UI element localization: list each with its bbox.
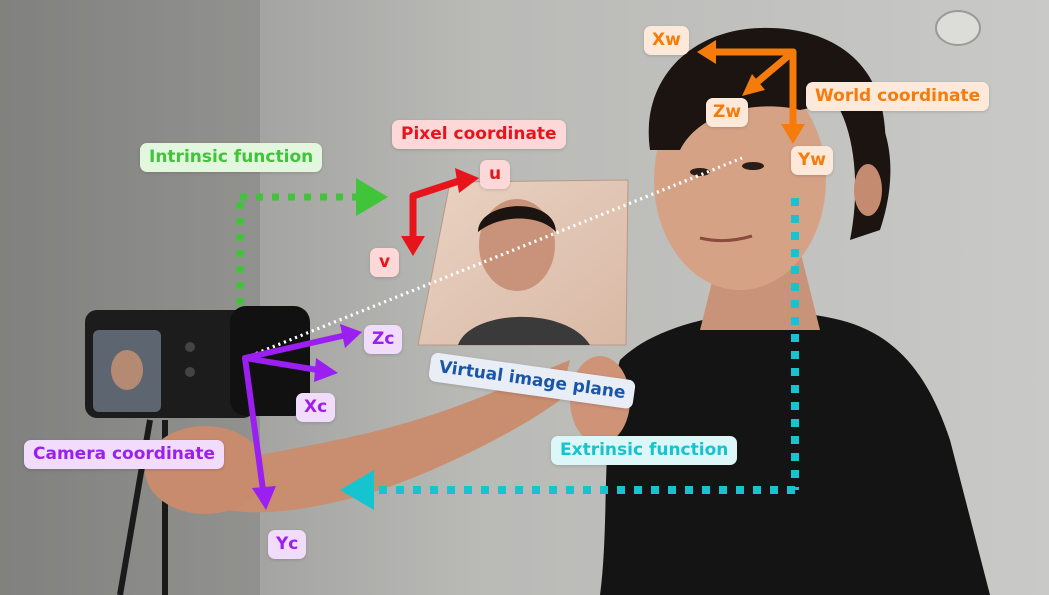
label-xc: Xc [296,393,336,422]
smoke-detector [935,10,981,46]
label-pixel-coordinate: Pixel coordinate [392,120,566,149]
label-u: u [480,160,511,189]
extrinsic-arrow [340,198,799,510]
pixel-axes [401,168,479,256]
person-eye-left [690,168,710,176]
label-intrinsic-function: Intrinsic function [140,143,323,172]
label-yw: Yw [791,146,834,175]
label-zc: Zc [364,325,403,354]
person-arm [190,360,570,513]
label-world-coordinate: World coordinate [806,82,990,111]
label-xw: Xw [644,26,689,55]
projection-rays [244,156,743,360]
label-yc: Yc [268,530,307,559]
intrinsic-arrow [236,178,388,305]
label-zw: Zw [706,98,749,127]
person-eye-right [742,162,764,170]
label-v: v [370,248,400,277]
label-camera-coordinate: Camera coordinate [24,440,225,469]
person-mouth [699,234,753,243]
camera-axes [242,324,362,510]
world-axes [697,40,805,144]
virtual-plane-card [417,179,629,346]
label-extrinsic-function: Extrinsic function [551,436,738,465]
